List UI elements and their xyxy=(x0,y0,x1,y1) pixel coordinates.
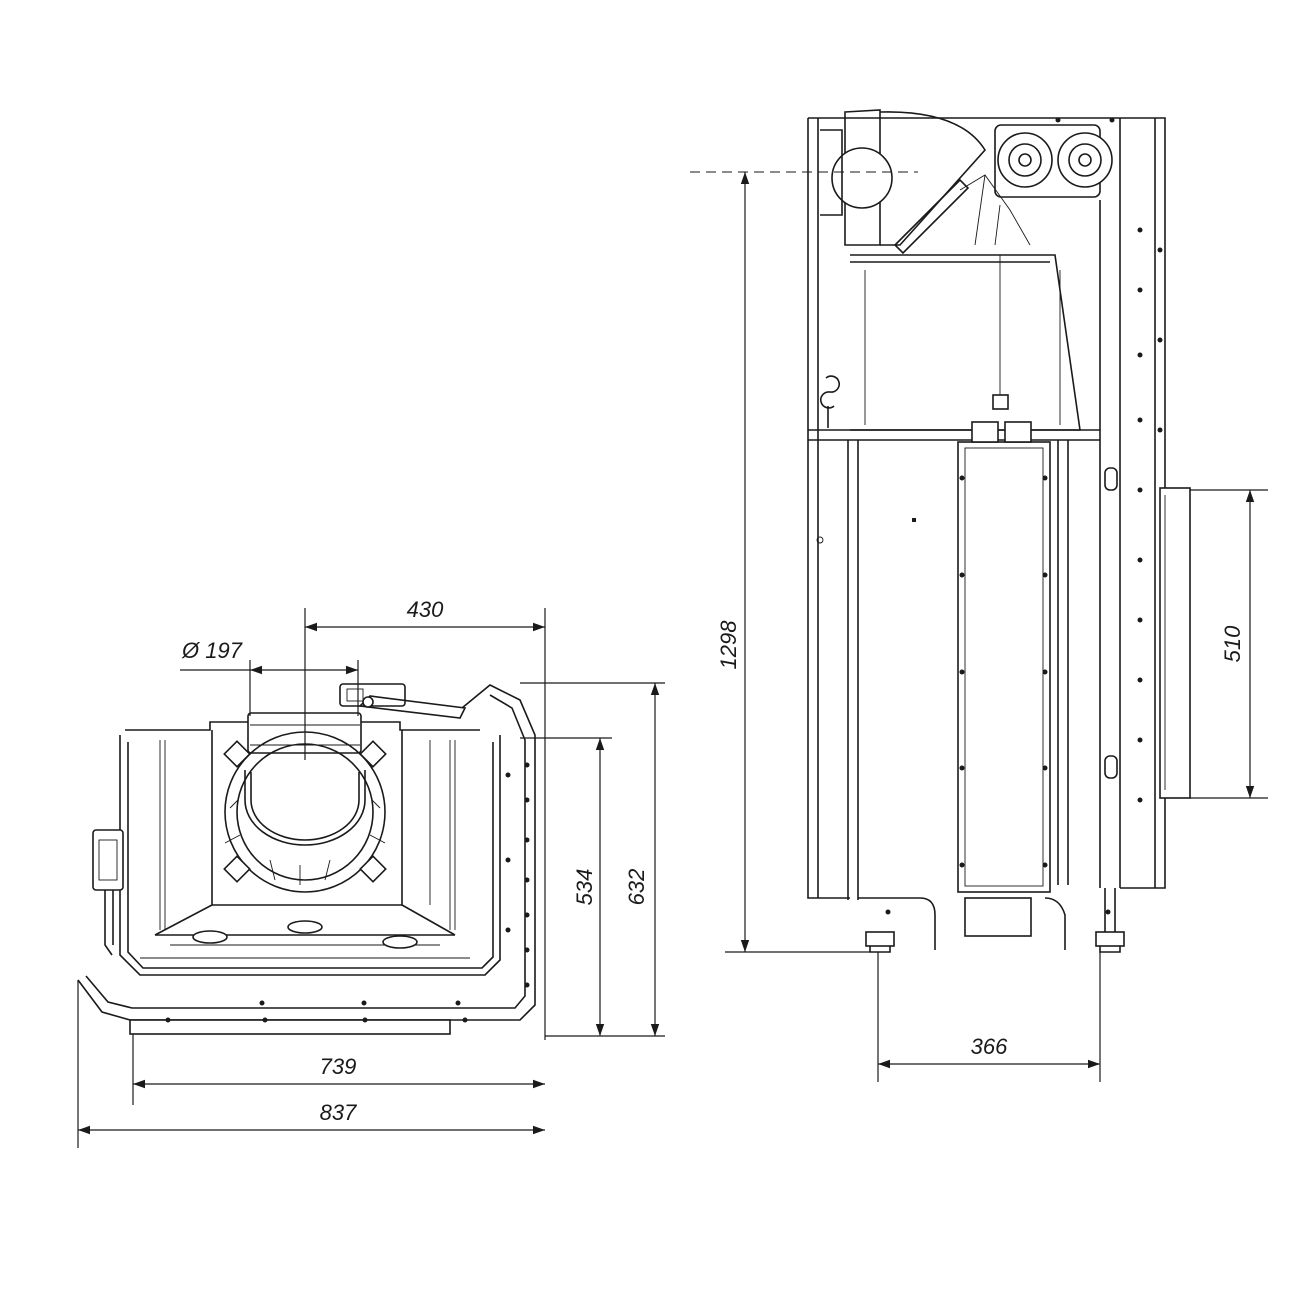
dim-total-width: 837 xyxy=(320,1100,357,1125)
dim-total-height: 1298 xyxy=(716,620,741,670)
dim-flue-diameter: Ø 197 xyxy=(181,638,243,663)
dim-total-depth: 632 xyxy=(624,869,649,906)
dim-inner-width: 739 xyxy=(320,1054,357,1079)
dim-flue-offset: 430 xyxy=(407,597,444,622)
dimension-lines xyxy=(77,171,1268,1148)
top-view xyxy=(77,683,536,1035)
dim-foot-spacing: 366 xyxy=(971,1034,1008,1059)
bolt-dots-side-view xyxy=(885,117,1163,915)
dim-side-panel-height: 510 xyxy=(1220,625,1245,662)
dimension-labels: 430 Ø 197 739 837 534 632 1298 510 366 xyxy=(181,597,1245,1125)
dim-inner-depth: 534 xyxy=(572,869,597,906)
side-view xyxy=(807,109,1191,953)
bolt-dots-top-view xyxy=(165,762,530,1023)
